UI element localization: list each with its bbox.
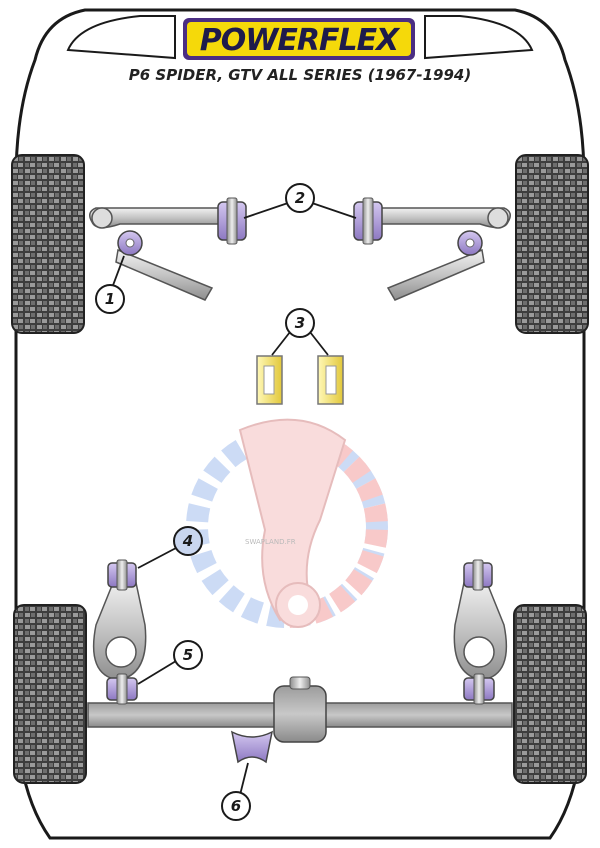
rear-link-arms xyxy=(92,577,508,681)
watermark-text: SWAPLAND.FR xyxy=(245,538,296,546)
watermark-logo: SWAPLAND.FR xyxy=(186,418,389,628)
callout-leader-lines xyxy=(111,202,357,796)
callout-4: 4 xyxy=(173,526,203,556)
callout-2-label: 2 xyxy=(295,189,305,207)
powerflex-logo: POWERFLEX xyxy=(183,18,415,60)
rear-axle xyxy=(87,676,513,743)
car-body-outline xyxy=(14,8,586,840)
tyre-front-right xyxy=(515,154,589,334)
callout-1-label: 1 xyxy=(105,290,115,308)
tyres xyxy=(11,154,589,784)
tyre-rear-right xyxy=(513,604,587,784)
bush-4-rear-upper xyxy=(107,559,493,591)
callout-5-label: 5 xyxy=(183,646,193,664)
callout-1: 1 xyxy=(95,284,125,314)
bush-1-front-lower xyxy=(117,230,483,256)
callout-4-label: 4 xyxy=(182,532,193,550)
vehicle-subtitle: P6 SPIDER, GTV ALL SERIES (1967-1994) xyxy=(129,66,471,84)
front-track-rod xyxy=(89,207,511,301)
tyre-front-left xyxy=(11,154,85,334)
callout-6: 6 xyxy=(221,791,251,821)
callout-2: 2 xyxy=(285,183,315,213)
tyre-rear-left xyxy=(13,604,87,784)
bush-2-track-rod xyxy=(217,197,383,245)
logo-text: POWERFLEX xyxy=(200,23,401,58)
callout-3-label: 3 xyxy=(295,314,305,332)
bush-6-axle-mount xyxy=(230,730,274,764)
callout-3: 3 xyxy=(285,308,315,338)
bush-5-rear-lower xyxy=(106,673,495,705)
callout-5: 5 xyxy=(173,640,203,670)
callout-6-label: 6 xyxy=(231,797,241,815)
bush-3-yellow xyxy=(256,355,344,405)
